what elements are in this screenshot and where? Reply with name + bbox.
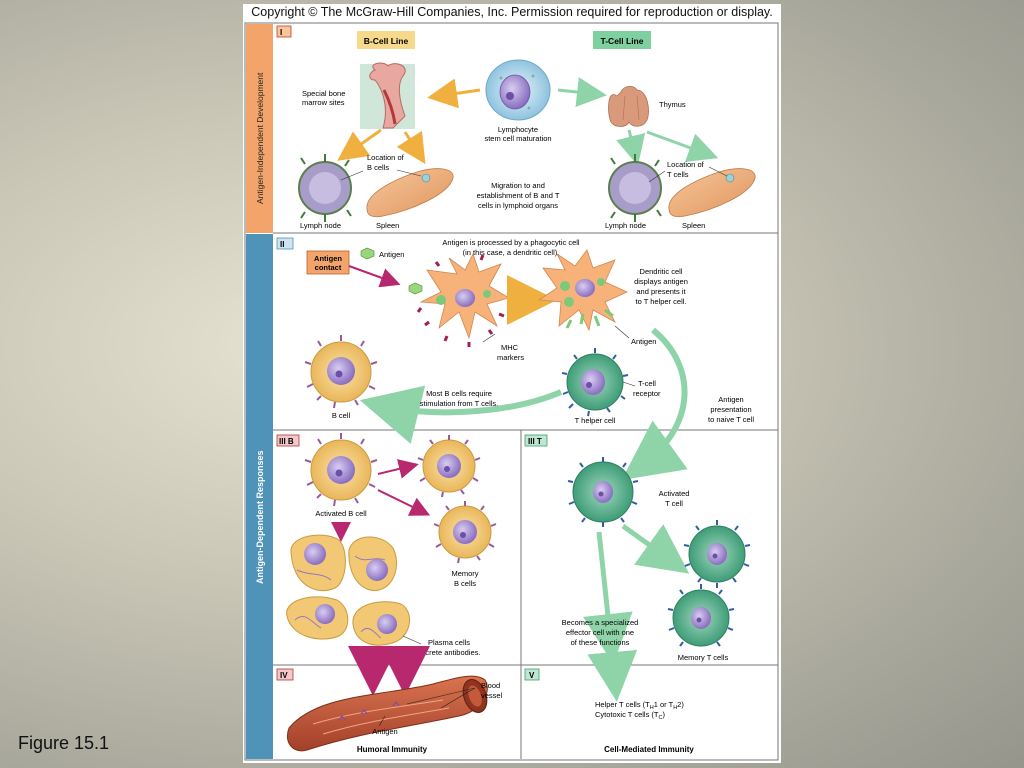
antigen-contact-line-2: contact	[315, 263, 342, 272]
side-label-antigen-independent: Antigen-Independent Development	[255, 72, 265, 204]
memory-b-cell-1	[417, 435, 481, 498]
lymph-node-right	[608, 154, 662, 222]
becomes-line-3: of these functions	[571, 638, 630, 647]
thymus-label: Thymus	[659, 100, 686, 109]
memory-t-label: Memory T cells	[678, 653, 729, 662]
memory-t-cell-2	[667, 584, 735, 647]
blood-vessel-line-2: vessel	[481, 691, 503, 700]
antigen-contact-box	[306, 250, 350, 275]
memory-t-cell-1	[683, 520, 751, 588]
presentation-line-3: to naive T cell	[708, 415, 754, 424]
t-cell-receptor-line-2: receptor	[633, 389, 661, 398]
processed-line-2: (in this case, a dendritic cell).	[463, 248, 560, 257]
t-helper-cell	[561, 348, 629, 417]
immune-response-diagram: Antigen-Independent Development Antigen-…	[244, 22, 779, 761]
spleen-right	[668, 168, 756, 218]
t-cell-line-label: T-Cell Line	[601, 36, 644, 46]
spleen-right-label: Spleen	[682, 221, 705, 230]
stem-cell-maturation-label: stem cell maturation	[484, 134, 551, 143]
spleen-left-label: Spleen	[376, 221, 399, 230]
plasma-line-2: secrete antibodies.	[418, 648, 481, 657]
lymphocyte-stem-cell	[485, 59, 551, 121]
antigen-legend-icon	[360, 247, 375, 260]
panel-IIIB-tag: III B	[279, 437, 294, 446]
blood-vessel-line-1: Blood	[481, 681, 500, 690]
cytotoxic-t-cells-line: Cytotoxic T cells (TC)	[595, 710, 665, 721]
antigen-contact-line-1: Antigen	[314, 254, 342, 263]
migration-line-2: establishment of B and T	[477, 191, 560, 200]
most-b-line-1: Most B cells require	[426, 389, 492, 398]
b-cell-line-box	[357, 31, 415, 49]
mhc-label-line-1: MHC	[501, 343, 519, 352]
presentation-line-2: presentation	[710, 405, 751, 414]
helper-t-cells-line: Helper T cells (TH1 or TH2)	[595, 700, 684, 711]
mhc-label-line-2: markers	[497, 353, 524, 362]
t-cell-line-box	[593, 31, 651, 49]
memory-b-cell-2	[433, 501, 497, 564]
t-cells-label: T cells	[667, 170, 689, 179]
t-cell-receptor-line-1: T-cell	[638, 379, 656, 388]
panel-II-tag: II	[280, 240, 284, 249]
dendritic-line-4: to T helper cell.	[635, 297, 686, 306]
b-cell-resting	[304, 335, 378, 409]
dendritic-line-1: Dendritic cell	[640, 267, 683, 276]
dendritic-cell-processing	[416, 252, 511, 347]
lymphocyte-label: Lymphocyte	[498, 125, 538, 134]
location-t-label: Location of	[667, 160, 705, 169]
activated-t-cell	[567, 457, 639, 527]
most-b-line-2: stimulation from T cells.	[420, 399, 499, 408]
side-bar-orange	[246, 24, 273, 233]
humoral-immunity-label: Humoral Immunity	[357, 745, 428, 754]
memory-b-line-2: B cells	[454, 579, 476, 588]
figure-border	[244, 22, 779, 761]
marrow-sites-label: marrow sites	[302, 98, 345, 107]
b-cell-line-label: B-Cell Line	[364, 36, 409, 46]
plasma-cells	[286, 534, 410, 646]
processed-line-1: Antigen is processed by a phagocytic cel…	[442, 238, 579, 247]
bone-marrow-illustration	[360, 62, 415, 129]
blood-vessel-illustration	[287, 675, 488, 752]
special-bone-label: Special bone	[302, 89, 345, 98]
copyright-notice: Copyright © The McGraw-Hill Companies, I…	[251, 5, 773, 19]
activated-b-cell	[304, 433, 378, 507]
thymus-illustration	[608, 86, 649, 127]
side-bar-blue	[246, 234, 273, 759]
becomes-line-2: effector cell with one	[566, 628, 634, 637]
b-cell-label: B cell	[332, 411, 351, 420]
activated-t-line-2: T cell	[665, 499, 683, 508]
activated-b-label: Activated B cell	[315, 509, 367, 518]
migration-line-1: Migration to and	[491, 181, 545, 190]
lymph-node-right-label: Lymph node	[605, 221, 646, 230]
lymph-node-left	[298, 154, 352, 222]
panel-I-tag: I	[280, 28, 282, 37]
activated-t-line-1: Activated	[659, 489, 690, 498]
t-helper-cell-label: T helper cell	[575, 416, 616, 425]
migration-line-3: cells in lymphoid organs	[478, 201, 558, 210]
dendritic-line-3: and presents it	[636, 287, 686, 296]
cell-mediated-immunity-label: Cell-Mediated Immunity	[604, 745, 694, 754]
dendritic-line-2: displays antigen	[634, 277, 688, 286]
presentation-line-1: Antigen	[718, 395, 743, 404]
b-cells-label: B cells	[367, 163, 389, 172]
antigen-legend-label: Antigen	[379, 250, 404, 259]
figure-panel: Copyright © The McGraw-Hill Companies, I…	[243, 4, 781, 763]
side-label-antigen-dependent: Antigen-Dependent Responses	[255, 450, 265, 584]
panel-IIIT-tag: III T	[528, 437, 542, 446]
panel-V-tag: V	[529, 671, 535, 680]
antigen-pointer-label: Antigen	[631, 337, 656, 346]
lymph-node-left-label: Lymph node	[300, 221, 341, 230]
figure-caption: Figure 15.1	[18, 733, 110, 753]
memory-b-line-1: Memory	[451, 569, 478, 578]
spleen-left	[366, 168, 454, 218]
location-b-label: Location of	[367, 153, 405, 162]
becomes-line-1: Becomes a specialized	[562, 618, 639, 627]
plasma-line-1: Plasma cells	[428, 638, 470, 647]
panel-IV-tag: IV	[280, 671, 288, 680]
dendritic-cell-presenting	[537, 249, 628, 332]
antigen-vessel-label: Antigen	[372, 727, 397, 736]
